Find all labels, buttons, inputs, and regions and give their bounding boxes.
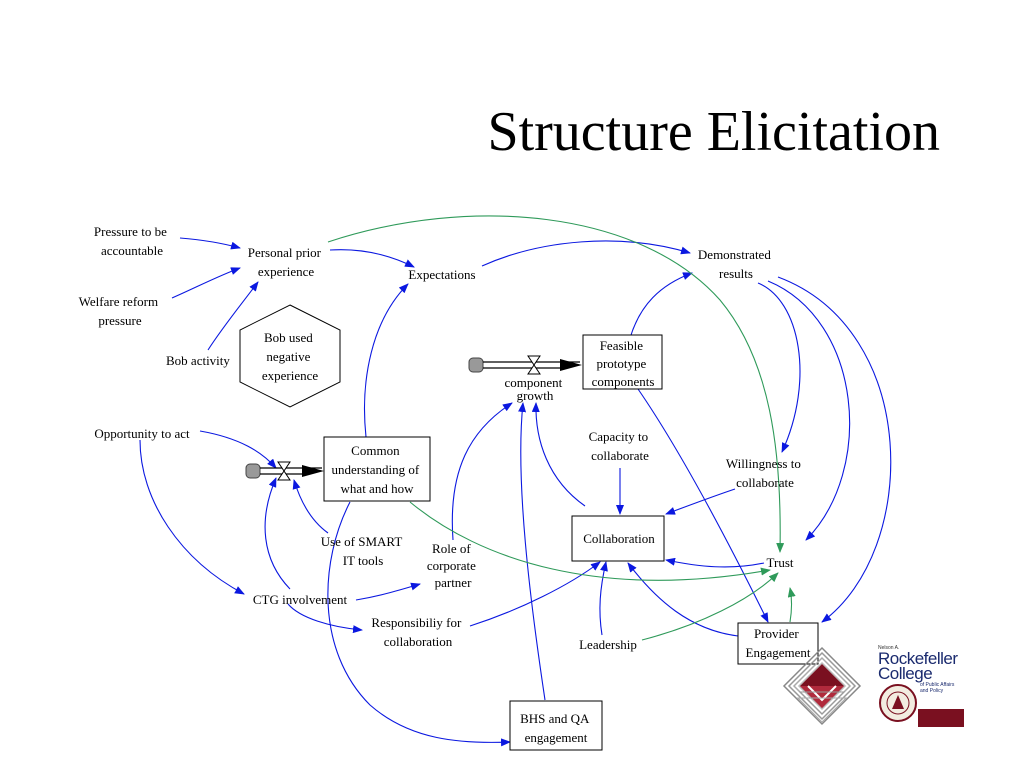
label-capacity: Capacity to collaborate	[589, 429, 652, 463]
link-demonstrated-to-provider	[777, 276, 892, 623]
box-common-understanding	[323, 436, 431, 502]
label-provider: Provider Engagement	[746, 626, 811, 660]
link-opportunity-to-valve	[199, 430, 277, 469]
box-feasible-prototype	[582, 334, 663, 390]
valve-icon	[277, 461, 291, 481]
label-component-growth: component growth	[504, 375, 565, 403]
label-leadership: Leadership	[579, 637, 637, 652]
link-pressure-to-personal	[179, 237, 241, 250]
link-bobactivity-to-personal	[207, 281, 259, 351]
cloud-source-icon	[468, 357, 484, 373]
link-leadership-to-collaboration	[599, 561, 608, 636]
link-ctg-to-responsibility	[287, 603, 363, 634]
label-use-smart: Use of SMART IT tools	[321, 534, 406, 568]
label-common-understanding: Common understanding of what and how	[332, 443, 423, 496]
logo-name-line1: Rockefeller	[878, 649, 958, 668]
slide-title: Structure Elicitation	[487, 101, 940, 163]
valve-icon	[527, 355, 541, 375]
college-seal-icon	[879, 684, 917, 722]
rockefeller-college-logo: Nelson A. Rockefeller College of Public …	[878, 645, 964, 730]
link-ctg-to-role	[355, 582, 421, 601]
link-welfare-to-personal	[171, 267, 241, 299]
label-trust: Trust	[767, 555, 794, 570]
link-collaboration-to-growth	[531, 402, 586, 507]
label-welfare-reform: Welfare reform pressure	[79, 294, 162, 328]
link-responsibility-to-collaboration	[469, 561, 601, 627]
label-responsibility: Responsibiliy for collaboration	[371, 615, 464, 649]
link-expectations-to-demonstrated	[481, 240, 691, 267]
link-common-to-trust	[409, 501, 771, 581]
box-collaboration	[571, 515, 665, 562]
link-provider-to-collaboration	[627, 562, 739, 637]
green-links	[327, 215, 796, 641]
box-bhs-qa	[509, 700, 603, 751]
link-role-to-growth	[451, 402, 513, 541]
link-trust-to-collaboration	[665, 557, 765, 568]
label-bob-used: Bob used negative experience	[262, 330, 319, 383]
flow-arrow-icon	[560, 359, 582, 371]
link-common-to-bhs	[327, 501, 511, 747]
label-ctg: CTG involvement	[253, 592, 348, 607]
link-leadership-to-trust	[641, 572, 779, 641]
label-pressure-accountable: Pressure to be accountable	[94, 224, 170, 258]
label-collaboration: Collaboration	[583, 531, 655, 546]
cloud-source-icon	[245, 463, 261, 479]
label-expectations: Expectations	[408, 267, 475, 282]
link-feasible-to-provider	[637, 388, 769, 623]
diamond-logo	[782, 646, 862, 726]
label-demonstrated-results: Demonstrated results	[698, 247, 774, 281]
link-provider-to-trust	[787, 587, 796, 623]
link-personal-to-expectations	[329, 249, 415, 268]
label-opportunity: Opportunity to act	[94, 426, 190, 441]
link-feasible-to-demonstrated	[629, 272, 693, 339]
label-bhs: BHS and QA engagement	[520, 711, 592, 745]
blue-links	[139, 237, 892, 747]
link-common-to-expectations	[363, 283, 409, 438]
link-demonstrated-to-trust	[767, 280, 851, 541]
box-provider-engagement	[737, 622, 819, 665]
link-bhs-to-growth	[518, 402, 546, 701]
hexagon-bob-used	[239, 304, 341, 408]
logo-maroon-bar	[918, 709, 964, 727]
logo-name-line2: College	[878, 664, 933, 683]
label-personal-prior: Personal prior experience	[248, 245, 325, 279]
flow-common-understanding	[245, 461, 324, 481]
link-opportunity-to-ctg	[139, 439, 245, 595]
link-personal-to-trust	[327, 215, 785, 553]
link-demonstrated-to-willingness	[757, 282, 801, 453]
label-bob-activity: Bob activity	[166, 353, 230, 368]
logo-top-text: Nelson A.	[878, 645, 900, 651]
label-feasible-prototype: Feasible prototype components	[592, 338, 655, 389]
link-willingness-to-collaboration	[665, 488, 736, 515]
label-willingness: Willingness to collaborate	[726, 456, 804, 490]
flow-arrow-icon	[302, 465, 324, 477]
label-role-partner: Role of corporate partner	[427, 541, 479, 590]
link-smart-to-valve	[292, 479, 329, 534]
flow-component-growth	[468, 355, 582, 375]
logo-sub-line2: and Policy	[920, 687, 944, 694]
link-ctg-to-valve	[264, 477, 291, 590]
logo-sub-line1: of Public Affairs	[920, 682, 955, 688]
